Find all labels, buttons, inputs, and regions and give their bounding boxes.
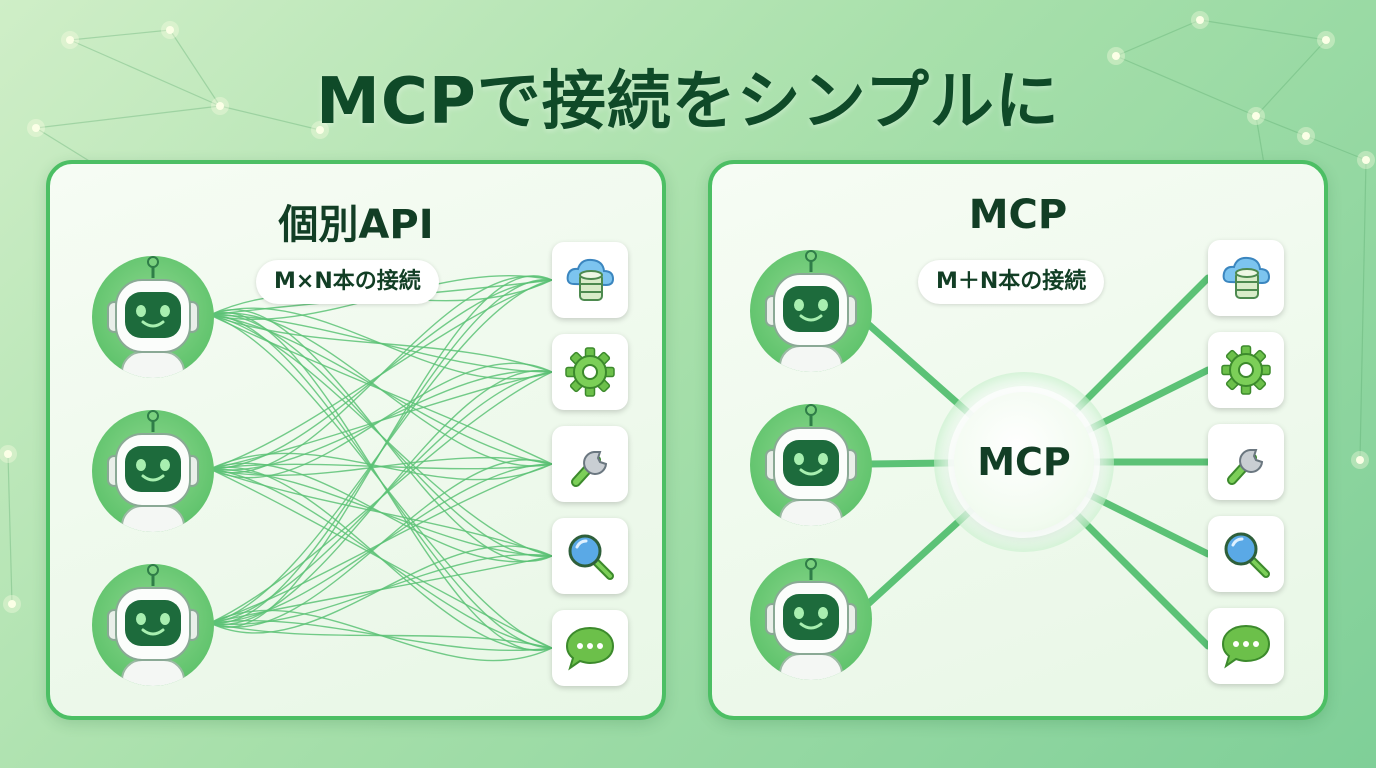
mesh-line <box>209 622 553 649</box>
mesh-line <box>209 275 553 474</box>
glow-dot <box>216 102 224 110</box>
glow-dot <box>66 36 74 44</box>
glow-dot <box>1112 52 1120 60</box>
mxn-connections-label: M×N本の接続 <box>256 260 439 304</box>
individual-api-title: 個別API <box>278 202 434 248</box>
mcp-panel-title: MCP <box>968 192 1068 238</box>
wrench-icon <box>552 426 628 502</box>
mesh-line <box>209 314 553 465</box>
mesh-line <box>209 468 553 557</box>
chat-bubble-icon <box>552 610 628 686</box>
robot-icon <box>92 564 214 686</box>
mesh-connection-lines <box>209 275 553 662</box>
glow-dot <box>166 26 174 34</box>
robot-icon <box>92 410 214 532</box>
glow-dot <box>8 600 16 608</box>
glow-dot <box>1362 156 1370 164</box>
robot-icon <box>92 256 214 378</box>
mesh-line <box>209 314 553 373</box>
m-plus-n-connections-label: M＋N本の接続 <box>918 260 1105 304</box>
glow-dot <box>1196 16 1204 24</box>
glow-dot <box>1322 36 1330 44</box>
glow-dot <box>1302 132 1310 140</box>
mesh-line <box>209 456 553 477</box>
mesh-line <box>209 468 553 649</box>
mcp-panel: MCP M＋N本の接続 MCP <box>708 160 1328 720</box>
glow-dot <box>316 126 324 134</box>
chat-bubble-icon <box>1208 608 1284 684</box>
glow-dot <box>32 124 40 132</box>
wrench-icon <box>1208 424 1284 500</box>
mesh-line <box>209 314 553 649</box>
mesh-line <box>209 459 553 628</box>
cloud-database-icon <box>552 242 628 318</box>
robot-icon <box>750 250 872 372</box>
cloud-database-icon <box>1208 240 1284 316</box>
glow-dot <box>4 450 12 458</box>
magnifier-icon <box>552 518 628 594</box>
mesh-line <box>209 545 553 634</box>
glow-dot <box>1356 456 1364 464</box>
magnifier-icon <box>1208 516 1284 592</box>
page-title: MCPで接続をシンプルに <box>316 65 1060 139</box>
mesh-line <box>209 314 553 557</box>
gear-icon <box>552 334 628 410</box>
robot-icon <box>750 404 872 526</box>
mesh-line <box>209 275 553 628</box>
robot-icon <box>750 558 872 680</box>
individual-api-panel: 個別API M×N本の接続 <box>46 160 666 720</box>
mcp-hub: MCP <box>954 392 1094 532</box>
glow-dot <box>1252 112 1260 120</box>
gear-icon <box>1208 332 1284 408</box>
mesh-line <box>209 369 553 626</box>
mcp-hub-label: MCP <box>977 440 1071 484</box>
mesh-line <box>209 362 553 479</box>
